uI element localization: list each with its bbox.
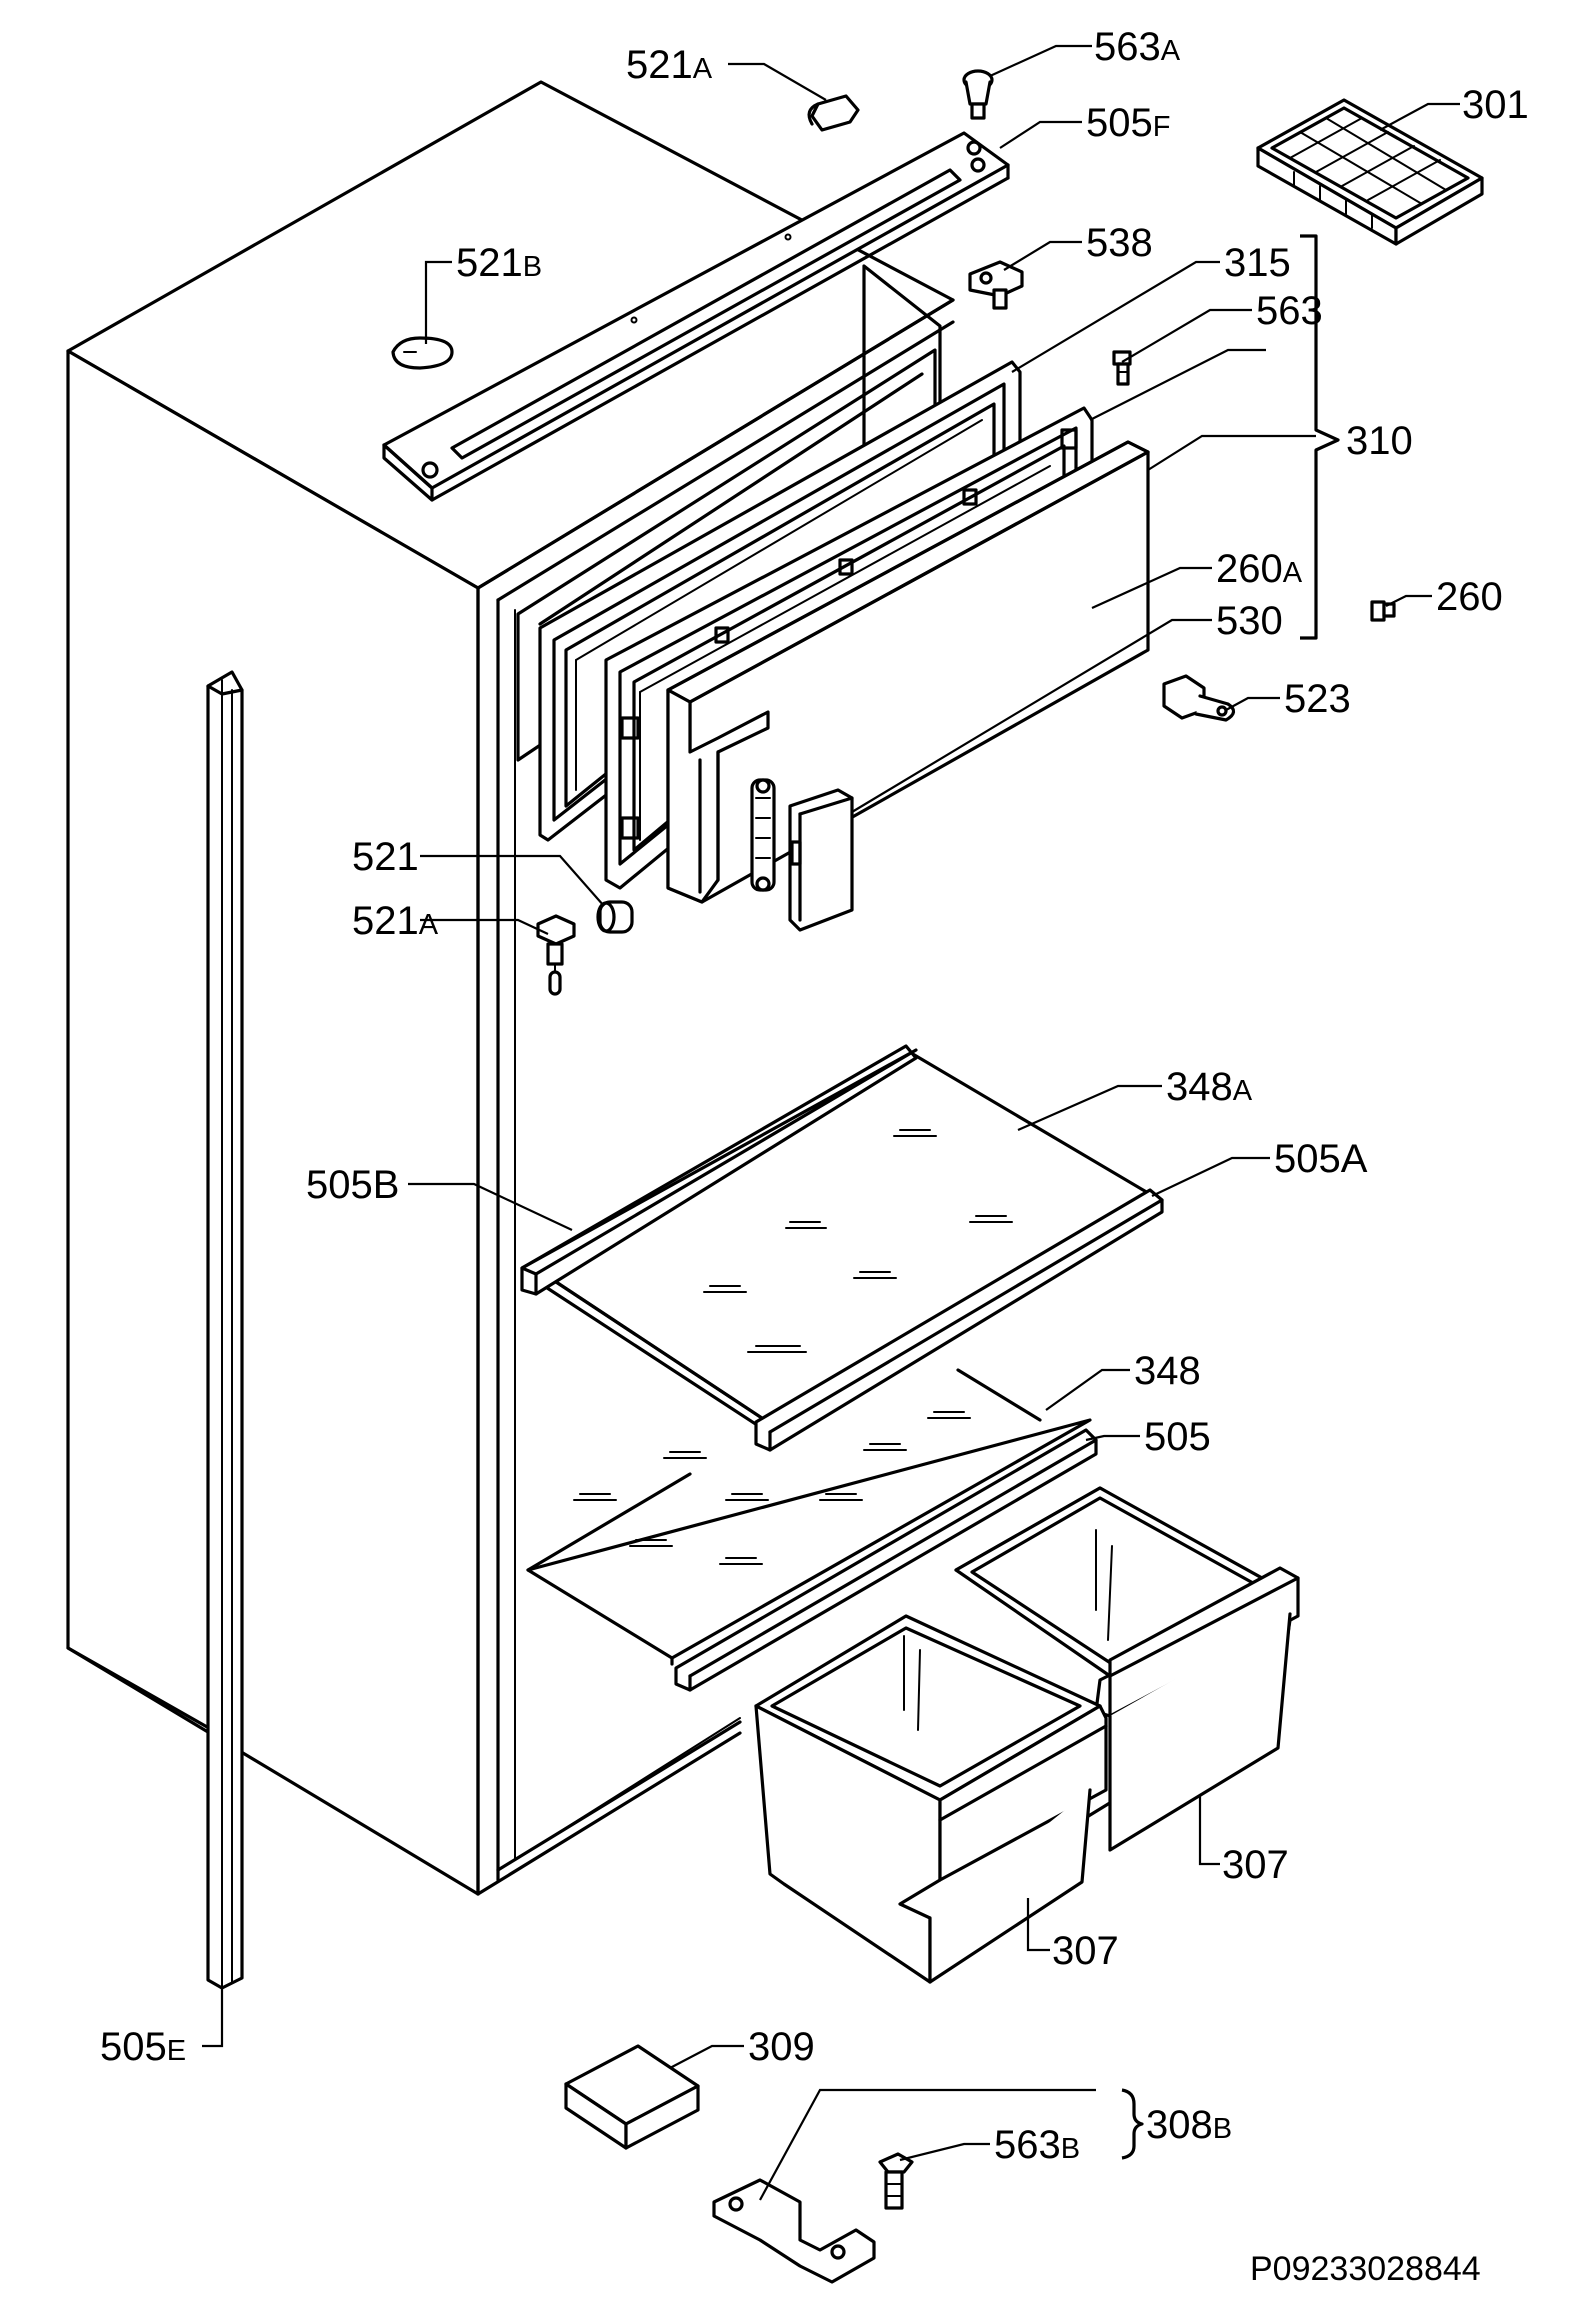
screw-563 <box>1112 350 1132 386</box>
top-trim-rail-505f <box>382 131 1010 502</box>
screw-563a <box>962 69 994 120</box>
label-301: 301 <box>1462 83 1529 127</box>
cap-521 <box>596 900 634 934</box>
label-260: 260 <box>1436 575 1503 619</box>
label-521a-top: 521A <box>626 43 713 87</box>
label-521b: 521B <box>456 241 542 285</box>
hinge-assembly-308b <box>712 2152 914 2284</box>
label-563: 563 <box>1256 289 1323 333</box>
label-521: 521 <box>352 835 419 879</box>
label-505a: 505A <box>1274 1137 1368 1181</box>
label-315: 315 <box>1224 241 1291 285</box>
screw-521a-mid <box>536 914 576 996</box>
crisper-drawer-left <box>754 1614 1108 1984</box>
label-260a: 260A <box>1216 547 1303 591</box>
cap-521a-top <box>807 94 860 132</box>
glass-shelf-348 <box>526 1368 1092 1666</box>
label-563a: 563A <box>1094 25 1181 69</box>
callout-labels: 521A 563A 505F 301 521B 538 315 563 310 … <box>100 25 1529 2288</box>
label-348: 348 <box>1134 1349 1201 1393</box>
label-348a: 348A <box>1166 1065 1253 1109</box>
vertical-trim-strip-505e <box>206 670 244 1990</box>
label-521a-mid: 521A <box>352 899 439 943</box>
part-number: P09233028844 <box>1250 2250 1481 2288</box>
cap-521b <box>391 336 454 370</box>
label-505f: 505F <box>1086 101 1170 145</box>
label-308b: 308B <box>1146 2103 1232 2147</box>
block-309 <box>564 2044 700 2150</box>
label-307-right: 307 <box>1222 1843 1289 1887</box>
label-538: 538 <box>1086 221 1153 265</box>
label-505e: 505E <box>100 2025 186 2069</box>
ice-cube-tray-301 <box>1256 98 1484 246</box>
freezer-door-panel-310 <box>666 440 1150 932</box>
label-505b: 505B <box>306 1163 399 1207</box>
label-307-left: 307 <box>1052 1929 1119 1973</box>
leader-lines <box>202 44 1460 2201</box>
clip-260 <box>1370 600 1396 622</box>
refrigerator-cabinet <box>66 80 955 1896</box>
label-523: 523 <box>1284 677 1351 721</box>
small-parts <box>391 69 1484 996</box>
trim-strip-505 <box>674 1428 1098 1692</box>
label-563b: 563B <box>994 2123 1080 2167</box>
glass-shelf-348a <box>520 1044 1164 1452</box>
hinge-538 <box>968 260 1024 310</box>
label-505: 505 <box>1144 1415 1211 1459</box>
label-309: 309 <box>748 2025 815 2069</box>
label-310: 310 <box>1346 419 1413 463</box>
bracket-310 <box>1300 234 1340 640</box>
label-530: 530 <box>1216 599 1283 643</box>
crisper-drawer-right <box>954 1486 1300 1852</box>
latch-523 <box>1162 674 1236 722</box>
